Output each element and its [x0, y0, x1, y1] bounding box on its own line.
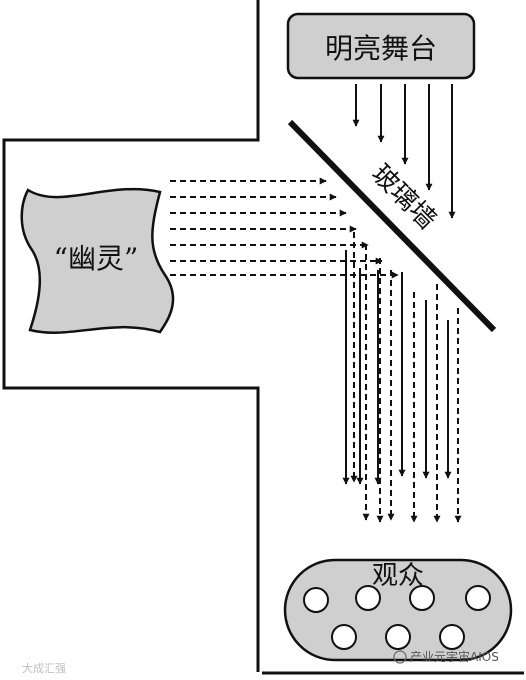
audience-seat: [439, 624, 465, 650]
audience-label: 观众: [372, 561, 424, 591]
room-outline: [2, 0, 260, 672]
audience-seat: [409, 585, 435, 611]
ghost-label: “幽灵”: [54, 242, 139, 275]
audience-seat: [303, 587, 329, 613]
ghost-figure: “幽灵”: [20, 187, 175, 334]
transmitted-rays: [342, 250, 452, 485]
audience: 观众: [283, 558, 513, 662]
audience-seats: [303, 585, 491, 650]
audience-seat: [355, 585, 381, 611]
glass-label: 玻璃墙: [365, 159, 441, 235]
bright-stage: 明亮舞台: [286, 12, 476, 80]
stage-rays: [352, 84, 456, 219]
audience-seat: [385, 624, 411, 650]
audience-seat: [331, 624, 357, 650]
reflected-rays: [350, 232, 462, 523]
audience-seat: [465, 585, 491, 611]
watermark-right-text: 产业元宇宙AIOS: [410, 649, 499, 664]
stage-label: 明亮舞台: [325, 32, 437, 65]
watermark-right: 产业元宇宙AIOS: [393, 649, 499, 664]
wechat-icon: [393, 650, 407, 664]
watermark-left: 大成汇强: [22, 661, 66, 675]
glass-wall: [287, 119, 497, 333]
